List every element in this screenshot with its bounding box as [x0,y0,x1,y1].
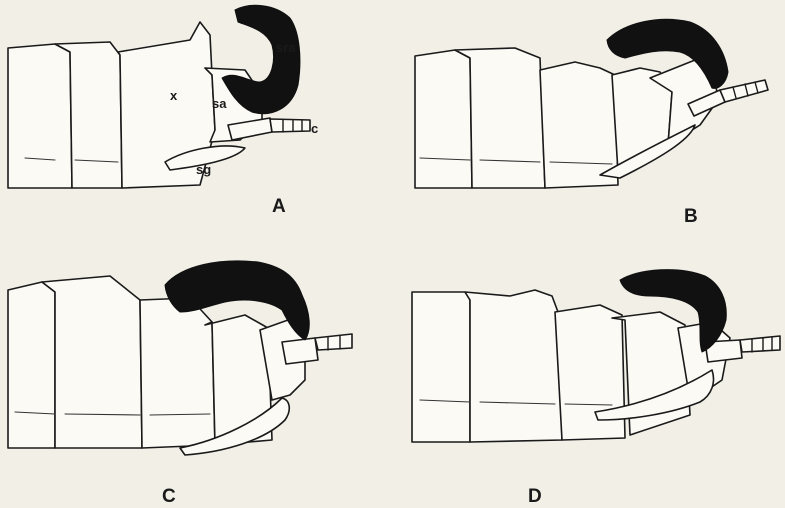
panel-a-label: A [272,196,286,217]
label-sra: sra [276,40,296,55]
panel-d-segment-1 [412,292,470,442]
panel-b-label: B [684,206,698,227]
label-sa: sa [212,96,227,111]
panel-a-cercus-segments [270,119,310,132]
panel-d: D [412,270,780,507]
panel-a-segment-1 [8,44,72,188]
panel-c-cercus-segments [315,334,352,350]
label-x: x [170,88,178,103]
panel-d-cercus-segments [740,336,780,352]
panel-c: C [8,261,352,507]
panel-b-cercus-segments [720,80,768,102]
panel-b-segment-1 [415,50,472,188]
panel-b-segment-3 [540,62,618,188]
panel-c-cercus [282,338,318,364]
label-sg: sg [196,162,211,177]
panel-c-segment-3 [140,298,215,448]
panel-c-segment-2 [42,276,142,448]
panel-d-label: D [528,486,542,507]
panel-d-segment-2 [465,290,562,442]
panel-b: B [415,19,768,227]
panel-c-segment-1 [8,282,55,448]
panel-a: x sa sra c sg A [8,5,318,217]
label-c: c [311,121,318,136]
panel-c-label: C [162,486,176,507]
